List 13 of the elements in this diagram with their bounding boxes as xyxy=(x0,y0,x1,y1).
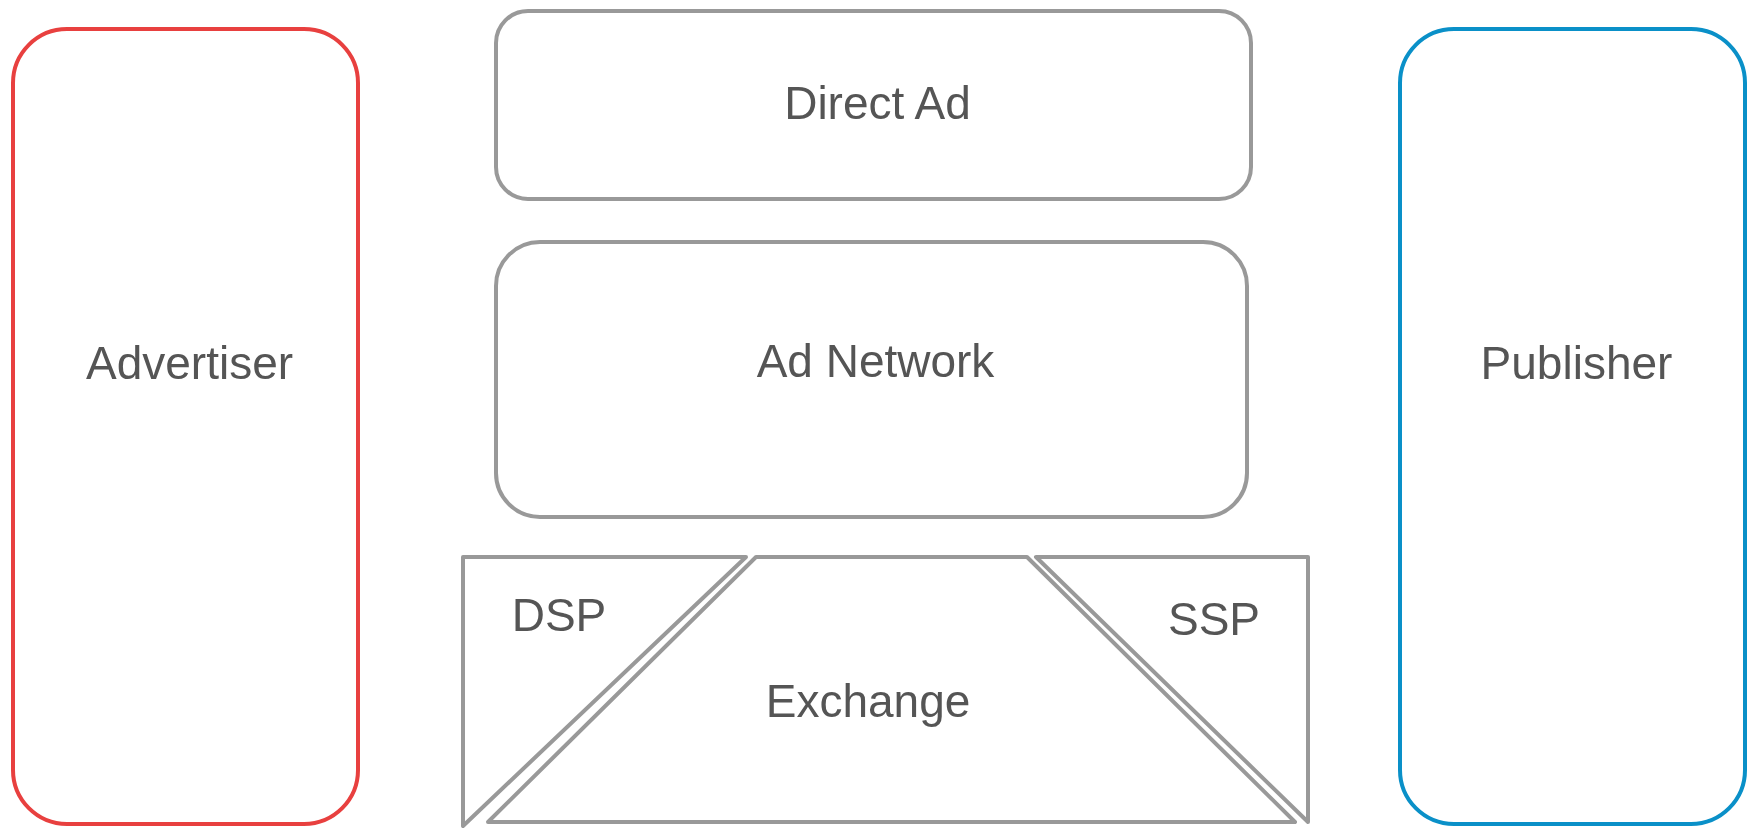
triangle-shape xyxy=(1036,557,1308,822)
node-label: DSP xyxy=(511,592,607,638)
stage-box xyxy=(1398,27,1747,826)
node-label: Direct Ad xyxy=(784,80,971,127)
stage-box xyxy=(494,9,1253,201)
stage-box xyxy=(11,27,360,826)
triangle-shape xyxy=(463,557,746,826)
node-label: SSP xyxy=(1168,596,1260,642)
node-label: Publisher xyxy=(1480,339,1673,386)
node-label: Advertiser xyxy=(85,339,294,386)
node-label: Ad Network xyxy=(756,338,995,385)
stage-box xyxy=(494,240,1249,519)
trapezoid-shape xyxy=(488,557,1295,822)
